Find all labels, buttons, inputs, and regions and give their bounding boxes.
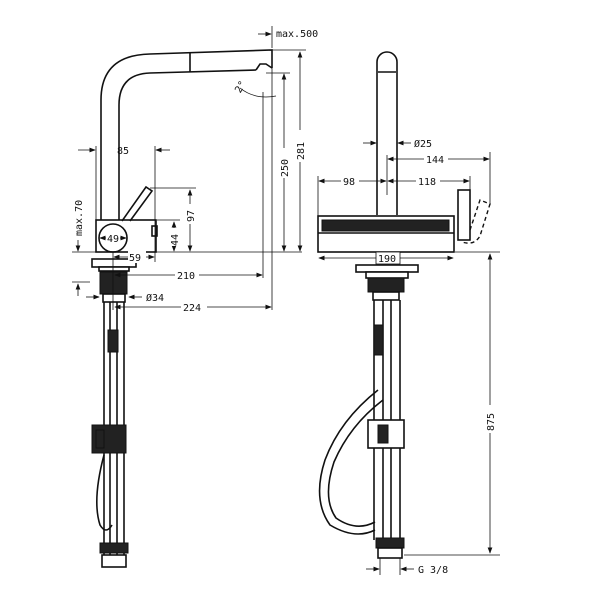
side-dimensions: max.500 2° 281 250 85 max.70 xyxy=(72,26,318,314)
dim-44: 44 xyxy=(170,234,181,246)
dim-224: 224 xyxy=(183,303,201,314)
underside-connections xyxy=(91,258,137,568)
front-spout xyxy=(376,51,398,215)
side-view: max.500 2° 281 250 85 max.70 xyxy=(72,26,318,568)
front-body xyxy=(317,189,491,253)
dim-98: 98 xyxy=(343,177,355,188)
dim-59: 59 xyxy=(129,253,141,264)
dim-dia-34: Ø34 xyxy=(146,292,164,304)
dim-250: 250 xyxy=(280,159,291,177)
dim-281: 281 xyxy=(296,142,307,160)
dim-875: 875 xyxy=(486,413,497,431)
dim-97: 97 xyxy=(186,210,197,222)
dim-thread-g38: G 3/8 xyxy=(418,565,448,576)
dim-49: 49 xyxy=(107,234,119,245)
dim-max-500: max.500 xyxy=(276,29,318,40)
mixer-body xyxy=(95,185,158,253)
front-view: Ø25 144 98 118 190 875 xyxy=(317,51,500,576)
dim-dia-25: Ø25 xyxy=(414,138,432,150)
front-dimensions: Ø25 144 98 118 190 875 xyxy=(317,138,500,576)
dim-max-70: max.70 xyxy=(74,200,85,236)
dim-angle: 2° xyxy=(233,79,249,95)
dim-144: 144 xyxy=(426,155,444,166)
dim-118: 118 xyxy=(418,177,436,188)
dim-190: 190 xyxy=(378,254,396,265)
dim-85: 85 xyxy=(117,146,129,157)
dim-210: 210 xyxy=(177,271,195,282)
front-underside xyxy=(318,264,419,559)
spout xyxy=(100,49,273,222)
